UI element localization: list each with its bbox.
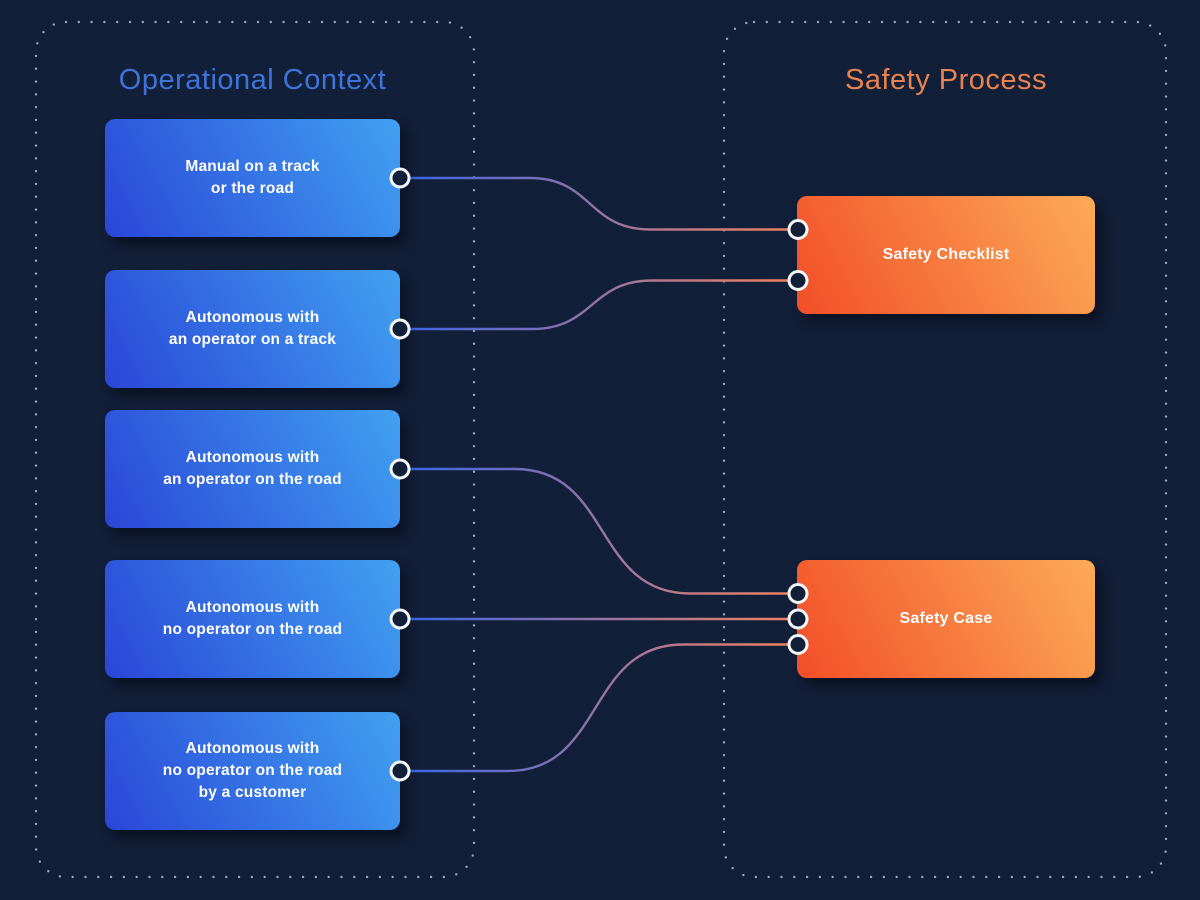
node-manual-track-or-road: Manual on a track or the road bbox=[105, 119, 400, 237]
connection-line-5 bbox=[410, 643, 788, 773]
connection-line-2 bbox=[410, 279, 788, 331]
connection-line-3 bbox=[410, 467, 788, 595]
node-autonomous-operator-track: Autonomous with an operator on a track bbox=[105, 270, 400, 388]
right-panel-border bbox=[722, 20, 1168, 879]
node-safety-case: Safety Case bbox=[797, 560, 1095, 678]
connection-line-1 bbox=[410, 176, 788, 231]
node-safety-checklist: Safety Checklist bbox=[797, 196, 1095, 314]
right-panel-title: Safety Process bbox=[844, 64, 1048, 96]
node-autonomous-no-operator-customer: Autonomous with no operator on the road … bbox=[105, 712, 400, 830]
left-panel-title: Operational Context bbox=[118, 64, 387, 96]
node-autonomous-no-operator-road: Autonomous with no operator on the road bbox=[105, 560, 400, 678]
node-autonomous-operator-road: Autonomous with an operator on the road bbox=[105, 410, 400, 528]
